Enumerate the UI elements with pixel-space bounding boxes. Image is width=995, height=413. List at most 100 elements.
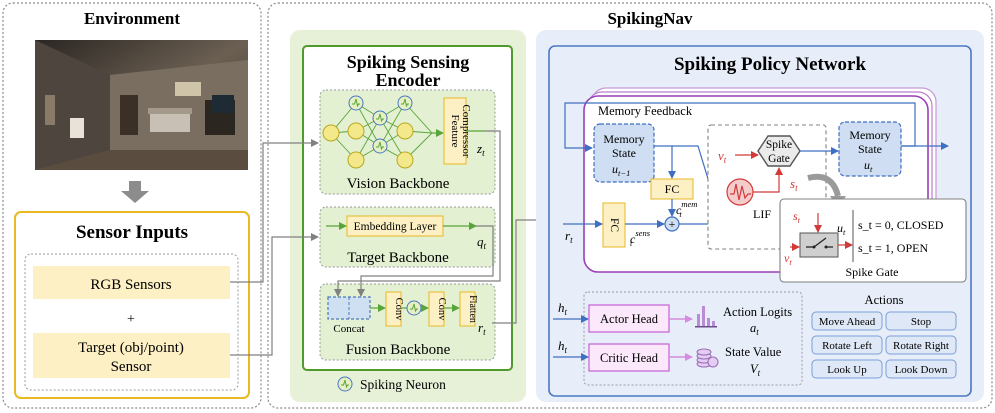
sensor-connectors	[230, 139, 319, 356]
critic-head-box	[588, 343, 670, 372]
action-look-down	[885, 359, 957, 379]
memory-state-right-line2: State	[858, 142, 882, 156]
z-t-label: zt	[476, 141, 485, 158]
lif-label: LIF	[753, 207, 771, 221]
action-rotate-left-label: Rotate Left	[822, 340, 872, 352]
flatten-box	[459, 291, 476, 327]
action-logits-label: Action Logits	[723, 305, 792, 319]
gate-closed-label: s_t = 0, CLOSED	[858, 218, 944, 232]
s-t-label: st	[790, 176, 798, 193]
conv1-box	[385, 291, 402, 327]
conv1-label: Conv	[393, 298, 404, 322]
zoom-arrow-icon	[807, 173, 841, 197]
memory-state-right	[838, 121, 902, 177]
h-t-critic-label: ht	[558, 338, 568, 355]
encoder-title-2: Encoder	[376, 70, 441, 90]
embedding-layer-label: Embedding Layer	[354, 221, 437, 233]
down-arrow-icon	[121, 181, 149, 203]
spiking-neuron-icon	[406, 300, 422, 316]
critic-head-label: Critic Head	[600, 351, 659, 365]
memory-state-left-line2: State	[612, 146, 636, 160]
actions-title: Actions	[865, 293, 904, 307]
action-stop-label: Stop	[911, 316, 932, 328]
action-rotate-right-label: Rotate Right	[893, 340, 949, 352]
spike-gate-hex	[757, 135, 801, 167]
gate-caption: Spike Gate	[846, 265, 899, 279]
target-sensor-box	[33, 333, 230, 378]
v-t-label: vt	[718, 148, 727, 165]
heads-block: ht Actor Head Action Logits at ht Critic…	[553, 291, 803, 386]
concat-label: Concat	[333, 323, 364, 335]
vision-nodes	[322, 122, 414, 169]
action-stop	[885, 311, 957, 331]
environment-panel: Environment Sensor Inputs RGB Sensors +	[2, 2, 262, 409]
action-look-up-label: Look Up	[827, 364, 867, 376]
vision-backbone: Feature Compressor zt Vision Backbone	[319, 89, 496, 195]
encoder-panel: Spiking Sensing Encoder	[290, 30, 526, 402]
encoder-connectors	[334, 130, 501, 297]
rgb-sensors-box	[33, 266, 230, 299]
policy-title: Spiking Policy Network	[674, 54, 867, 75]
target-backbone: Embedding Layer qt Target Backbone	[319, 206, 496, 268]
sum-node-label: +	[669, 217, 676, 231]
fc-sens-box	[602, 202, 626, 248]
gate-u-t-label: ut	[837, 221, 846, 237]
spike-gate-panel: st vt ut s_t = 0, CLOSED s_t = 1, OPEN S…	[779, 198, 967, 283]
action-look-down-label: Look Down	[895, 364, 948, 376]
actions-block: Actions Move Ahead Stop Rotate Left Rota…	[805, 291, 963, 386]
fc-mem-label: FC	[665, 182, 680, 196]
memory-state-left-line1: Memory	[603, 132, 644, 146]
memory-feedback-label: Memory Feedback	[598, 104, 693, 118]
coins-icon	[696, 348, 719, 368]
target-sensor-label-1: Target (obj/point)	[78, 340, 184, 356]
spiking-neuron-icon	[348, 95, 364, 111]
u-t-label: ut	[864, 158, 873, 174]
sensor-inputs-panel: Sensor Inputs RGB Sensors + Target (obj/…	[14, 211, 250, 399]
u-t-1-label: ut−1	[612, 162, 630, 178]
target-sensor-label-2: Sensor	[111, 359, 152, 375]
memory-state-left	[593, 123, 655, 183]
spike-gate-hex-line2: Gate	[768, 153, 790, 165]
spikingnav-title: SpikingNav	[607, 9, 693, 28]
flatten-label: Flatten	[467, 295, 478, 323]
spiking-neuron-icon	[372, 110, 388, 126]
action-move-ahead-label: Move Ahead	[819, 316, 876, 328]
action-look-up	[811, 359, 883, 379]
r-t-policy-label: rt	[565, 228, 573, 245]
conv2-box	[428, 291, 445, 327]
target-backbone-title: Target Backbone	[347, 250, 449, 266]
spiking-neuron-icon	[397, 95, 413, 111]
gate-open-label: s_t = 1, OPEN	[858, 241, 928, 255]
encoder-title-1: Spiking Sensing	[347, 52, 470, 72]
action-rotate-right	[885, 335, 957, 355]
gate-s-t-label: st	[793, 209, 801, 225]
plus-sign: +	[127, 312, 135, 327]
memory-state-right-line1: Memory	[849, 128, 890, 142]
r-t-connector	[492, 216, 547, 324]
environment-image	[35, 40, 248, 170]
spiking-neuron-legend-icon	[337, 376, 353, 392]
environment-title: Environment	[84, 9, 180, 28]
spiking-neuron-legend-label: Spiking Neuron	[360, 377, 446, 392]
spike-gate-hex-line1: Spike	[766, 139, 792, 151]
gate-switch-box	[799, 232, 839, 258]
fc-sens-label: FC	[608, 218, 620, 232]
feature-compressor-label-1: Feature	[449, 115, 461, 148]
gate-v-t-label: vt	[784, 251, 792, 267]
spiking-neuron-icon	[372, 138, 388, 154]
actor-head-label: Actor Head	[600, 312, 659, 326]
action-move-ahead	[811, 311, 883, 331]
r-t-fusion-label: rt	[478, 320, 486, 337]
actor-head-box	[588, 304, 670, 333]
rgb-sensors-label: RGB Sensors	[90, 277, 171, 293]
fusion-backbone-title: Fusion Backbone	[346, 342, 451, 358]
action-rotate-left	[811, 335, 883, 355]
bar-chart-icon	[695, 306, 717, 328]
a-t-label: at	[750, 321, 759, 337]
lif-neuron-icon	[726, 178, 754, 206]
v-big-label: Vt	[750, 362, 761, 378]
q-t-label: qt	[477, 234, 487, 251]
state-value-label: State Value	[725, 345, 782, 359]
